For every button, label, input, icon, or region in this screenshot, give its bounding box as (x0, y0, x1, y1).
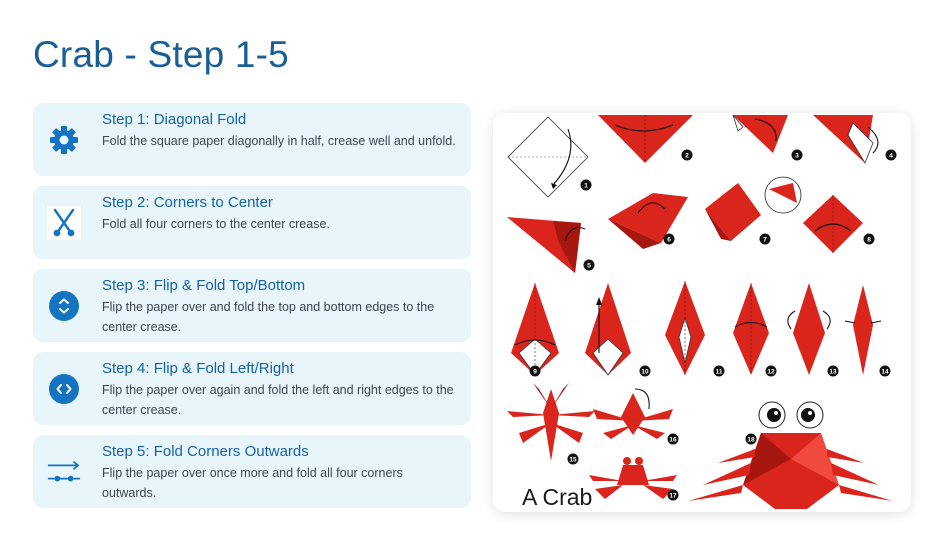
step-title: Step 1: Diagonal Fold (102, 111, 247, 128)
step-number-badge (759, 233, 771, 245)
steps-list: Step 1: Diagonal Fold Fold the square pa… (33, 103, 471, 518)
step-description: Flip the paper over again and fold the l… (102, 383, 454, 417)
arrow-connector-icon (47, 455, 81, 489)
step-number-badge (567, 453, 579, 465)
step-number-badge (580, 179, 592, 191)
fold-step-10 (585, 283, 631, 376)
step-number-label: 13 (829, 368, 837, 375)
step-card-4[interactable]: Step 4: Flip & Fold Left/Right Flip the … (33, 352, 471, 425)
fold-step-6 (608, 193, 688, 249)
step-card-3[interactable]: Step 3: Flip & Fold Top/Bottom Flip the … (33, 269, 471, 342)
hockey-sticks-icon (47, 206, 81, 240)
step-card-2[interactable]: Step 2: Corners to Center Fold all four … (33, 186, 471, 259)
step-number-badge (827, 365, 839, 377)
step-number-badge (879, 365, 891, 377)
step-number-label: 3 (795, 152, 799, 159)
step-number-badge (667, 433, 679, 445)
step-description: Fold all four corners to the center crea… (102, 217, 330, 231)
fold-step-5 (507, 217, 586, 273)
step-number-label: 2 (685, 152, 689, 159)
fold-step-13 (787, 283, 831, 375)
step-number-badge (663, 233, 675, 245)
step-description: Fold the square paper diagonally in half… (102, 134, 456, 148)
step-number-label: 4 (889, 152, 893, 159)
step-title: Step 5: Fold Corners Outwards (102, 443, 309, 460)
step-title: Step 3: Flip & Fold Top/Bottom (102, 277, 306, 294)
fold-step-3 (732, 114, 788, 153)
step-number-badge (765, 365, 777, 377)
fold-step-11 (665, 281, 705, 375)
horizontal-arrows-icon (47, 372, 81, 406)
step-title: Step 4: Flip & Fold Left/Right (102, 360, 294, 377)
fold-step-12 (733, 283, 769, 375)
step-card-5[interactable]: Step 5: Fold Corners Outwards Flip the p… (33, 435, 471, 508)
page-title: Crab - Step 1-5 (33, 34, 289, 75)
step-number-label: 6 (667, 236, 671, 243)
fold-step-7 (705, 176, 802, 241)
step-card-1[interactable]: Step 1: Diagonal Fold Fold the square pa… (33, 103, 471, 176)
origami-diagram-illustration: .red { fill: #d9251c; } .dark { fill: #a… (507, 114, 897, 509)
gear-icon (47, 123, 81, 157)
step-number-label: 14 (881, 368, 889, 375)
fold-step-18 (688, 401, 893, 509)
step-number-label: 12 (767, 368, 775, 375)
step-number-label: 10 (641, 368, 649, 375)
step-number-badge (885, 149, 897, 161)
step-number-badge (863, 233, 875, 245)
step-number-badge (529, 365, 541, 377)
step-number-label: 8 (867, 236, 871, 243)
fold-step-2 (598, 115, 693, 163)
step-number-label: 18 (747, 436, 755, 443)
fold-step-14 (844, 285, 882, 375)
step-number-badge (639, 365, 651, 377)
fold-step-16 (593, 388, 673, 439)
diagram-caption: A Crab (522, 484, 593, 510)
step-number-badge (791, 149, 803, 161)
step-description: Flip the paper over once more and fold a… (102, 466, 403, 500)
step-number-label: 11 (716, 368, 723, 375)
origami-crab-diagram: .red { fill: #d9251c; } .dark { fill: #a… (493, 113, 911, 512)
step-number-label: 9 (533, 368, 537, 375)
fold-step-9 (511, 283, 559, 376)
fold-step-1 (507, 116, 589, 198)
step-number-badge (745, 433, 757, 445)
step-number-badge (713, 365, 725, 377)
fold-step-4 (813, 115, 879, 164)
fold-step-15 (507, 383, 595, 461)
step-number-label: 1 (584, 182, 588, 189)
step-title: Step 2: Corners to Center (102, 194, 273, 211)
fold-step-8 (803, 195, 863, 253)
vertical-arrows-icon (47, 289, 81, 323)
step-number-label: 7 (763, 236, 767, 243)
step-number-label: 16 (669, 436, 677, 443)
step-number-label: 17 (669, 492, 677, 499)
step-number-badge (681, 149, 693, 161)
step-number-badge (667, 489, 679, 501)
fold-step-17 (589, 457, 677, 499)
step-number-label: 5 (587, 262, 591, 269)
step-number-label: 15 (569, 456, 577, 463)
step-number-badge (583, 259, 595, 271)
step-description: Flip the paper over and fold the top and… (102, 300, 435, 334)
